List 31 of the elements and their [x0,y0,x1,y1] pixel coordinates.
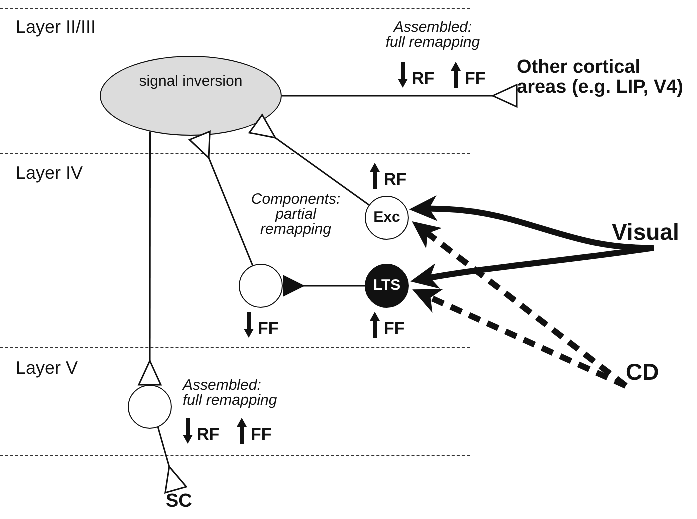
signal-label: RF [384,171,407,189]
signal-label: FF [258,320,279,338]
input-arrow [410,245,654,290]
area-label: CD [626,358,660,386]
axon-line [189,130,254,266]
axon-line [157,427,188,494]
input-arrow [412,289,628,389]
signal-label: RF [197,426,220,444]
axon-line [138,132,162,386]
annotation-text: Assembled: full remapping [183,378,278,408]
input-arrow [409,196,654,251]
cell-label: Exc [374,208,400,228]
area-label: Other cortical areas (e.g. LIP, V4) [517,58,685,98]
signal-label: FF [465,70,486,88]
signal-label: RF [412,70,435,88]
annotation-text: Assembled: full remapping [384,20,482,50]
signal-label: FF [384,320,405,338]
cell-label: signal inversion [139,72,243,92]
layer-label: Layer II/III [16,16,96,39]
neuron-cell [365,264,409,308]
area-label: Visual [612,218,680,246]
annotation-text: Components: partial remapping [250,192,342,237]
axon-line [282,84,518,108]
area-label: SC [166,490,192,514]
axon-line [248,114,370,206]
signal-label: FF [251,426,272,444]
layer-label: Layer IV [16,162,84,185]
cell-label: LTS [373,276,401,296]
neuron-cell [365,196,409,240]
layer-label: Layer V [16,357,78,380]
axon-line [283,275,365,297]
